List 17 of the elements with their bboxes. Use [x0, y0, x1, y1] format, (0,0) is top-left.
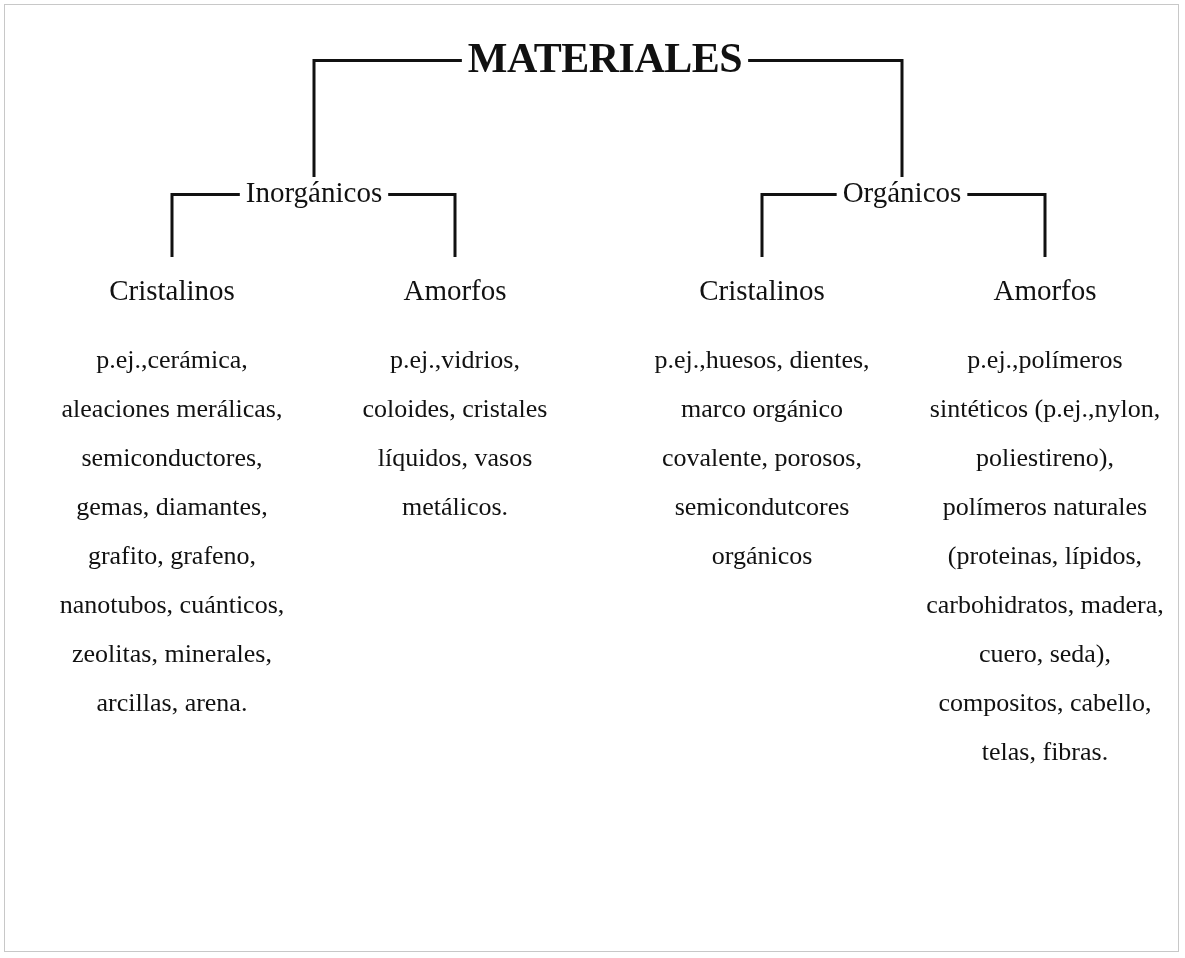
connector-line [170, 193, 240, 257]
connector-line [748, 58, 904, 177]
category-label: Orgánicos [842, 176, 962, 208]
examples-text: p.ej.,cerámica, aleaciones merálicas, semiconductores, gemas, diamantes, grafito, grafeno, nanotubos, cuánticos, zeolitas, minerales, arcillas, arena. [58, 344, 286, 719]
examples-text: p.ej.,polímeros sintéticos (p.ej.,nylon, poliestireno), polímeros naturales (proteinas, lípidos, carbohidratos, madera, cuero, seda), compositos, cabello, telas, fibras. [925, 344, 1165, 768]
category-label: Inorgánicos [245, 176, 383, 208]
category-label: Cristalinos [109, 274, 235, 306]
examples-text: p.ej.,huesos, dientes, marco orgánico covalente, porosos, semicondutcores orgánicos [653, 344, 871, 572]
connector-line [967, 193, 1047, 257]
category-label: Amorfos [993, 274, 1097, 306]
category-label: Cristalinos [699, 274, 825, 306]
connector-line [312, 58, 462, 177]
connector-line [760, 193, 837, 257]
connector-line [388, 193, 457, 257]
title-text: MATERIALES [467, 35, 743, 81]
examples-text: p.ej.,vidrios, coloides, cristales líquidos, vasos metálicos. [361, 344, 549, 523]
category-label: Amorfos [403, 274, 507, 306]
